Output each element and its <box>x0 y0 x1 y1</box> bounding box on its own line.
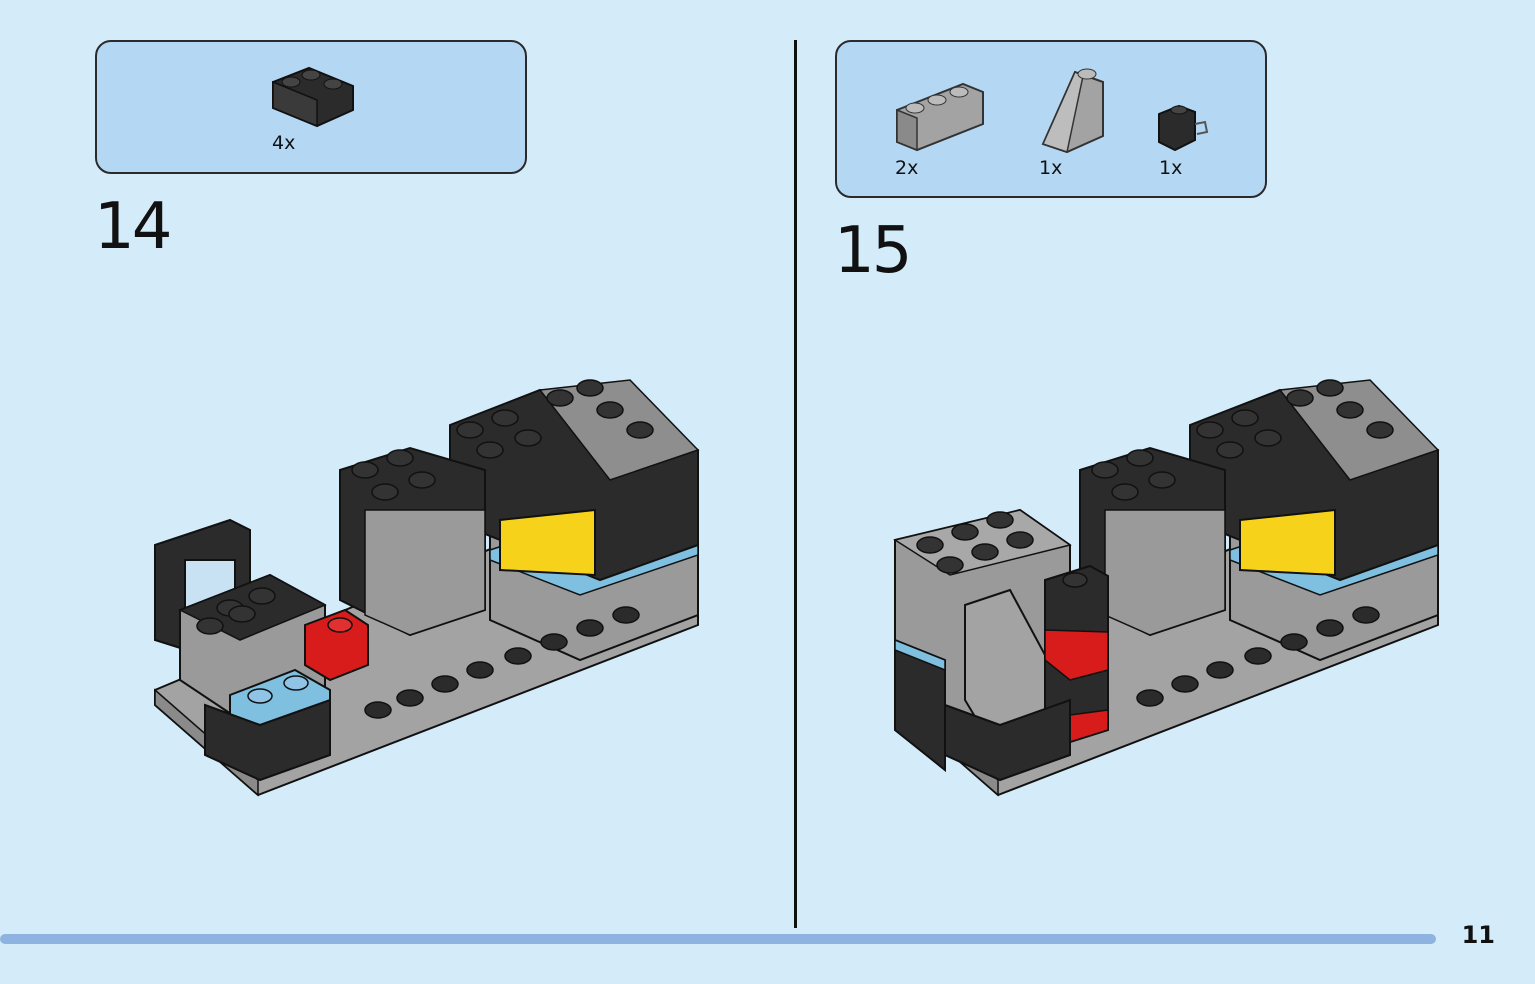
gray-1x3-brick-icon <box>896 82 984 152</box>
part-quantity: 2x <box>895 157 919 179</box>
step-number-15: 15 <box>834 214 912 288</box>
black-clip-brick-icon <box>1158 104 1209 152</box>
step-15-model-illustration <box>893 379 1440 797</box>
step-15-parts-panel: 2x 1x 1x <box>835 40 1267 198</box>
part-quantity: 4x <box>272 132 296 154</box>
part-quantity: 1x <box>1159 157 1183 179</box>
step-14-parts-panel: 4x <box>95 40 527 174</box>
step-14-model-illustration <box>154 379 700 797</box>
gray-slope-brick-icon <box>1041 68 1104 154</box>
page-progress-bar <box>0 934 1436 944</box>
page-number: 11 <box>1461 921 1495 949</box>
part-quantity: 1x <box>1039 157 1063 179</box>
black-corner-plate-brick-icon <box>272 66 354 128</box>
step-number-14: 14 <box>94 190 172 264</box>
page-divider <box>794 40 797 928</box>
